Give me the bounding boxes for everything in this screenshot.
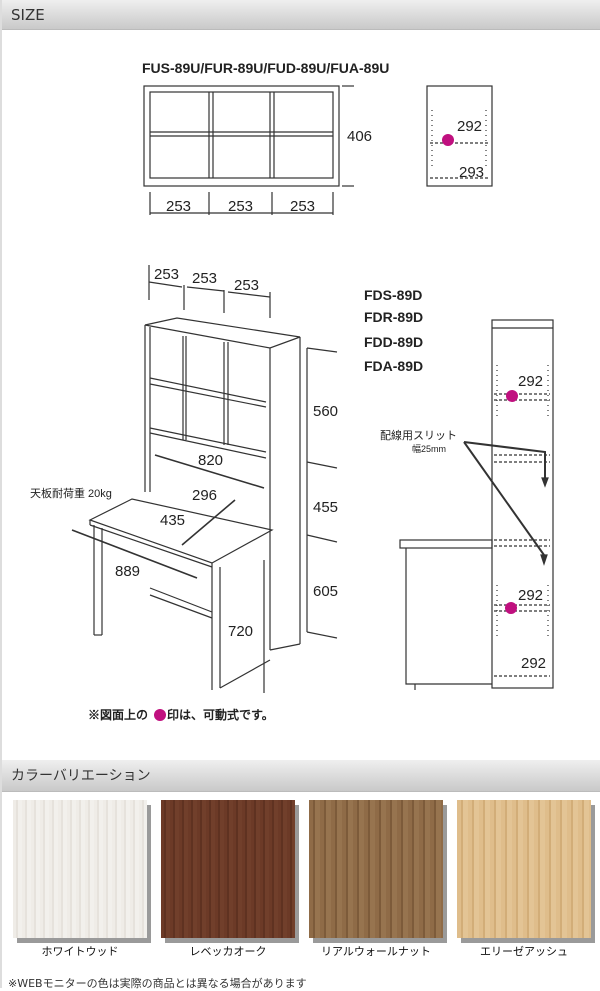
desk-side-view [399,319,554,690]
upper-unit-front-view [143,85,354,215]
upper-unit-side-view [426,85,493,187]
size-diagram: FUS-89U/FUR-89U/FUD-89U/FUA-89U 406 253 … [30,60,554,722]
movable-note-suffix: 印は、可動式です。 [167,707,274,722]
color-swatch-real-walnut [309,800,443,938]
color-section-header: カラーバリエーション [2,760,600,792]
desk-height-label: 560 [313,403,338,420]
upper-width-label: 253 [228,198,253,215]
color-name: レベッカオーク [189,945,267,958]
color-name: ホワイトウッド [41,945,119,958]
desk-height-720-label: 720 [228,623,253,640]
color-name: リアルウォールナット [321,945,431,958]
upper-unit-models: FUS-89U/FUR-89U/FUD-89U/FUA-89U [142,60,389,76]
movable-shelf-marker [154,709,166,721]
upper-width-label: 253 [290,198,315,215]
desk-model: FDS-89D [364,287,422,303]
side-depth-label: 292 [521,655,546,672]
side-depth-label: 292 [457,118,482,135]
inner-width-label: 820 [198,452,223,469]
desk-height-label: 455 [313,499,338,516]
upper-width-label: 253 [166,198,191,215]
color-disclaimer: ※WEBモニターの色は実際の商品とは異なる場合があります [8,977,307,990]
side-depth-label: 293 [459,164,484,181]
side-depth-label: 292 [518,587,543,604]
desk-isometric-view [71,265,338,693]
movable-note-prefix: ※図面上の [88,707,148,722]
depth-label: 435 [160,512,185,529]
wiring-slit-width: 幅25mm [412,443,446,454]
movable-shelf-marker [505,602,517,614]
desk-model: FDA-89D [364,358,423,374]
desk-width-889-label: 889 [115,563,140,580]
color-swatch-rebecca-oak [161,800,295,938]
wiring-slit-label: 配線用スリット [380,428,457,442]
upper-height-label: 406 [347,128,372,145]
desk-width-label: 253 [154,266,179,283]
depth-label: 296 [192,487,217,504]
color-swatch-elise-ash [457,800,591,938]
movable-shelf-marker [506,390,518,402]
size-section-header: SIZE [2,0,600,30]
desk-width-label: 253 [192,270,217,287]
color-name: エリーゼアッシュ [480,945,568,958]
desk-width-label: 253 [234,277,259,294]
desk-model: FDD-89D [364,334,423,350]
desk-height-label: 605 [313,583,338,600]
movable-shelf-marker [442,134,454,146]
desk-model: FDR-89D [364,309,423,325]
color-swatch-white-wood [13,800,147,938]
load-capacity-label: 天板耐荷重 20kg [30,486,112,500]
side-depth-label: 292 [518,373,543,390]
